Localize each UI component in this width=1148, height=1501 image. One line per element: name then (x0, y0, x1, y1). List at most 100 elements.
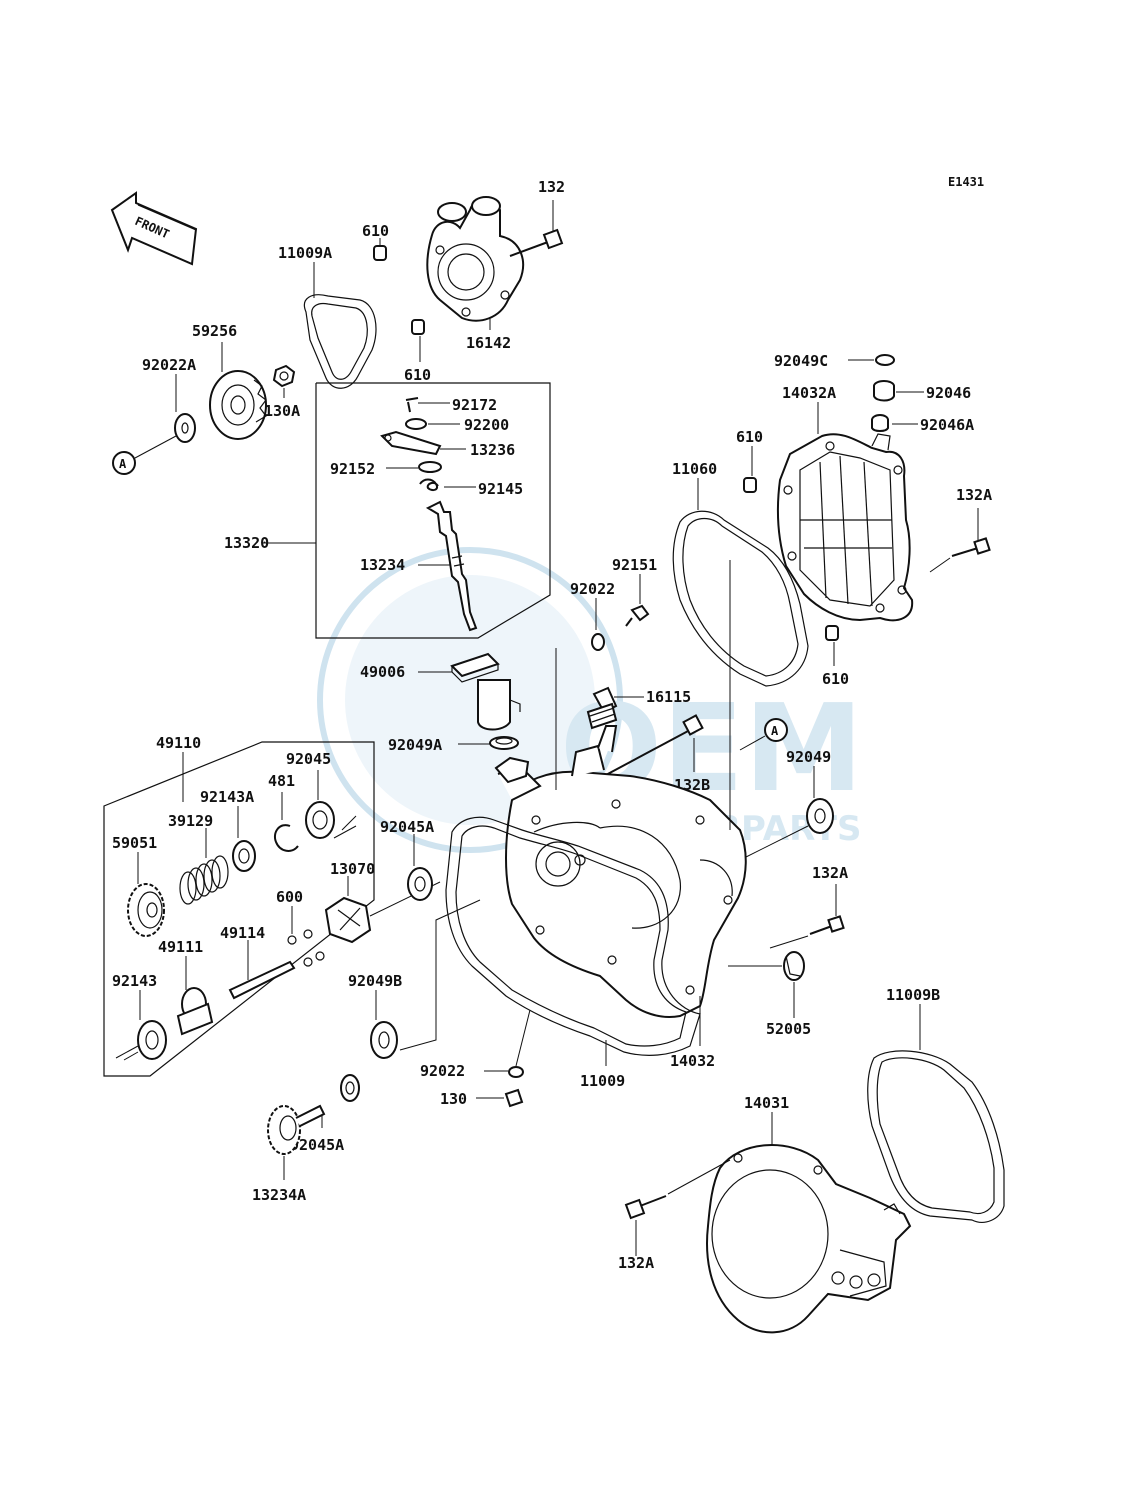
plug-16115 (586, 686, 618, 730)
label-49110: 49110 (156, 734, 201, 752)
dowel-610-b (411, 319, 425, 335)
bolt-92151 (625, 604, 650, 627)
washer-92049C (875, 354, 895, 366)
collar-92046A (871, 414, 889, 432)
impeller-13070 (324, 896, 372, 944)
label-49111: 49111 (158, 938, 203, 956)
label-92049C: 92049C (774, 352, 828, 370)
label-92152: 92152 (330, 460, 375, 478)
ref-a-right (764, 718, 788, 742)
group-49110-box (103, 741, 375, 1077)
group-13320-box (315, 382, 551, 639)
washer-92022-bottom (508, 1066, 524, 1078)
label-92145: 92145 (478, 480, 523, 498)
label-11009A: 11009A (278, 244, 332, 262)
label-92143: 92143 (112, 972, 157, 990)
label-13234: 13234 (360, 556, 405, 574)
seal-92049B (370, 1021, 398, 1059)
label-92045A-mid: 92045A (380, 818, 434, 836)
seal-52005 (783, 951, 805, 981)
label-132A-right: 132A (956, 486, 992, 504)
gasket-11060 (672, 510, 809, 687)
washer-92022A (174, 413, 196, 443)
label-52005: 52005 (766, 1020, 811, 1038)
label-92049: 92049 (786, 748, 831, 766)
clutch-cover-14032A (777, 433, 914, 622)
label-92049A: 92049A (388, 736, 442, 754)
label-92022A: 92022A (142, 356, 196, 374)
bearing-92045 (305, 801, 335, 839)
magneto-cover-14031 (706, 1144, 912, 1334)
bolt-132A-right (951, 537, 991, 557)
label-16142: 16142 (466, 334, 511, 352)
gasket-11009 (445, 816, 701, 1056)
water-pump-cover-16142 (426, 196, 525, 322)
label-49006: 49006 (360, 663, 405, 681)
label-14032: 14032 (670, 1052, 715, 1070)
label-14031: 14031 (744, 1094, 789, 1112)
label-92022-bottom: 92022 (420, 1062, 465, 1080)
label-610-d: 610 (822, 670, 849, 688)
seal-92049 (806, 798, 834, 834)
gear-59051 (127, 883, 165, 937)
ref-a-left-label: A (119, 457, 127, 471)
bolt-132B (603, 714, 704, 777)
label-92022-top: 92022 (570, 580, 615, 598)
label-132A-mid: 132A (812, 864, 848, 882)
circlip-481 (274, 824, 299, 852)
label-610-c: 610 (736, 428, 763, 446)
label-92151: 92151 (612, 556, 657, 574)
front-arrow-icon: FRONT (110, 191, 198, 266)
dowel-610-c (743, 477, 757, 493)
label-49114: 49114 (220, 924, 265, 942)
lever-13236 (380, 430, 442, 456)
label-39129: 39129 (168, 812, 213, 830)
filler-cap (494, 756, 530, 784)
dowel-610-d (825, 625, 839, 641)
label-92046: 92046 (926, 384, 971, 402)
valve-49006 (450, 652, 521, 731)
bolt-132A-bottom (624, 1195, 667, 1220)
label-11060: 11060 (672, 460, 717, 478)
nut-130A (272, 364, 296, 388)
dowel-610-a (373, 245, 387, 261)
label-130A: 130A (264, 402, 300, 420)
label-132-top: 132 (538, 178, 565, 196)
washer-92143A (232, 840, 256, 872)
gasket-11009B (867, 1050, 1005, 1223)
label-14032A: 14032A (782, 384, 836, 402)
label-13320: 13320 (224, 534, 269, 552)
washer-92200 (405, 418, 427, 430)
label-92049B: 92049B (348, 972, 402, 990)
label-59256: 59256 (192, 322, 237, 340)
shaft-49111 (176, 987, 214, 1036)
washer-92022-top (591, 633, 605, 651)
bearing-92045A-mid (407, 867, 433, 901)
ref-a-left (112, 451, 136, 475)
ball-600 (287, 929, 325, 967)
label-11009B: 11009B (886, 986, 940, 1004)
label-59051: 59051 (112, 834, 157, 852)
label-92045: 92045 (286, 750, 331, 768)
bolt-132A-mid (809, 915, 845, 935)
diagram-code: E1431 (948, 175, 984, 189)
label-610-a: 610 (362, 222, 389, 240)
label-600: 600 (276, 888, 303, 906)
label-13070: 13070 (330, 860, 375, 878)
impeller-59256 (209, 370, 267, 440)
shaft-13234 (425, 500, 478, 632)
bolt-132 (509, 228, 564, 257)
label-132A-bottom: 132A (618, 1254, 654, 1272)
gear-shaft-13234A (267, 1104, 326, 1155)
shaft-49114 (228, 960, 296, 1000)
spring-92145 (419, 478, 439, 492)
seal-92049A (489, 736, 519, 750)
label-13236: 13236 (470, 441, 515, 459)
label-13234A: 13234A (252, 1186, 306, 1204)
collar-92046 (873, 380, 895, 402)
seal-92143 (137, 1020, 167, 1060)
label-481: 481 (268, 772, 295, 790)
label-11009: 11009 (580, 1072, 625, 1090)
bolt-130 (504, 1088, 524, 1108)
